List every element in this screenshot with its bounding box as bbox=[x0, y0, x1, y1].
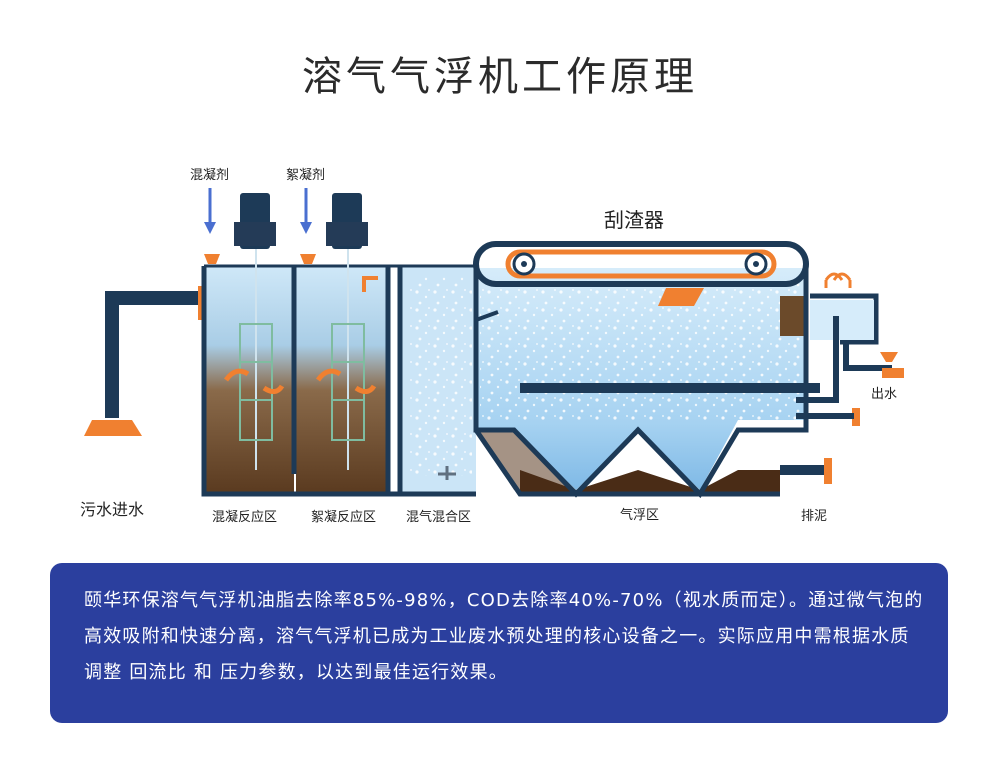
coag-swirl-icon bbox=[223, 368, 285, 394]
float-zone-label: 气浮区 bbox=[620, 508, 660, 523]
floc-motor bbox=[326, 193, 368, 470]
scraper-label: 刮渣器 bbox=[604, 208, 664, 232]
mix-baffle bbox=[475, 310, 499, 322]
scraper-blade bbox=[658, 288, 704, 306]
sludge-label: 排泥 bbox=[801, 509, 828, 524]
outlet-valve bbox=[880, 352, 904, 378]
coag-zone-label: 混凝反应区 bbox=[212, 510, 278, 525]
floc-zone-label: 絮凝反应区 bbox=[311, 510, 377, 525]
float-scum bbox=[780, 296, 806, 336]
tank-outline bbox=[201, 266, 809, 499]
air-nozzle bbox=[438, 466, 456, 480]
flocculant-arrow-icon bbox=[300, 222, 312, 234]
overflow-arrow-icon bbox=[362, 276, 378, 292]
coagulant-funnel bbox=[204, 254, 220, 264]
outlet-water bbox=[810, 300, 874, 340]
scraper-belt bbox=[505, 249, 777, 279]
description-panel: 颐华环保溶气气浮机油脂去除率85%-98%，COD去除率40%-70%（视水质而… bbox=[50, 563, 948, 723]
inlet-label: 污水进水 bbox=[80, 500, 145, 519]
flocculant-funnel bbox=[300, 254, 316, 264]
outlet-box bbox=[810, 293, 879, 345]
coagulant-label: 混凝剂 bbox=[190, 168, 230, 183]
daf-process-diagram bbox=[84, 188, 904, 499]
floc-swirl-icon bbox=[315, 368, 377, 394]
outlet-water-label: 出水 bbox=[871, 387, 898, 402]
outlet-arrow-icon bbox=[824, 272, 852, 281]
coag-tank-fill bbox=[204, 266, 294, 492]
description-text: 颐华环保溶气气浮机油脂去除率85%-98%，COD去除率40%-70%（视水质而… bbox=[84, 590, 924, 683]
page-title: 溶气气浮机工作原理 bbox=[302, 54, 698, 100]
mix-zone-bubbles bbox=[410, 276, 472, 476]
coag-motor bbox=[234, 193, 276, 470]
inlet-pipe bbox=[105, 291, 200, 418]
float-tank-bottom bbox=[473, 428, 780, 497]
floc-tank-fill bbox=[296, 266, 388, 492]
outlet-pipe bbox=[796, 316, 892, 403]
hopper-left bbox=[476, 430, 576, 490]
flocculant-label: 絮凝剂 bbox=[286, 168, 326, 183]
scraper-frame bbox=[473, 241, 809, 287]
mix-zone-label: 混气混合区 bbox=[406, 510, 472, 525]
coagulant-arrow-icon bbox=[204, 222, 216, 234]
inlet-funnel bbox=[84, 420, 142, 436]
float-tank-bubbles bbox=[480, 280, 800, 420]
